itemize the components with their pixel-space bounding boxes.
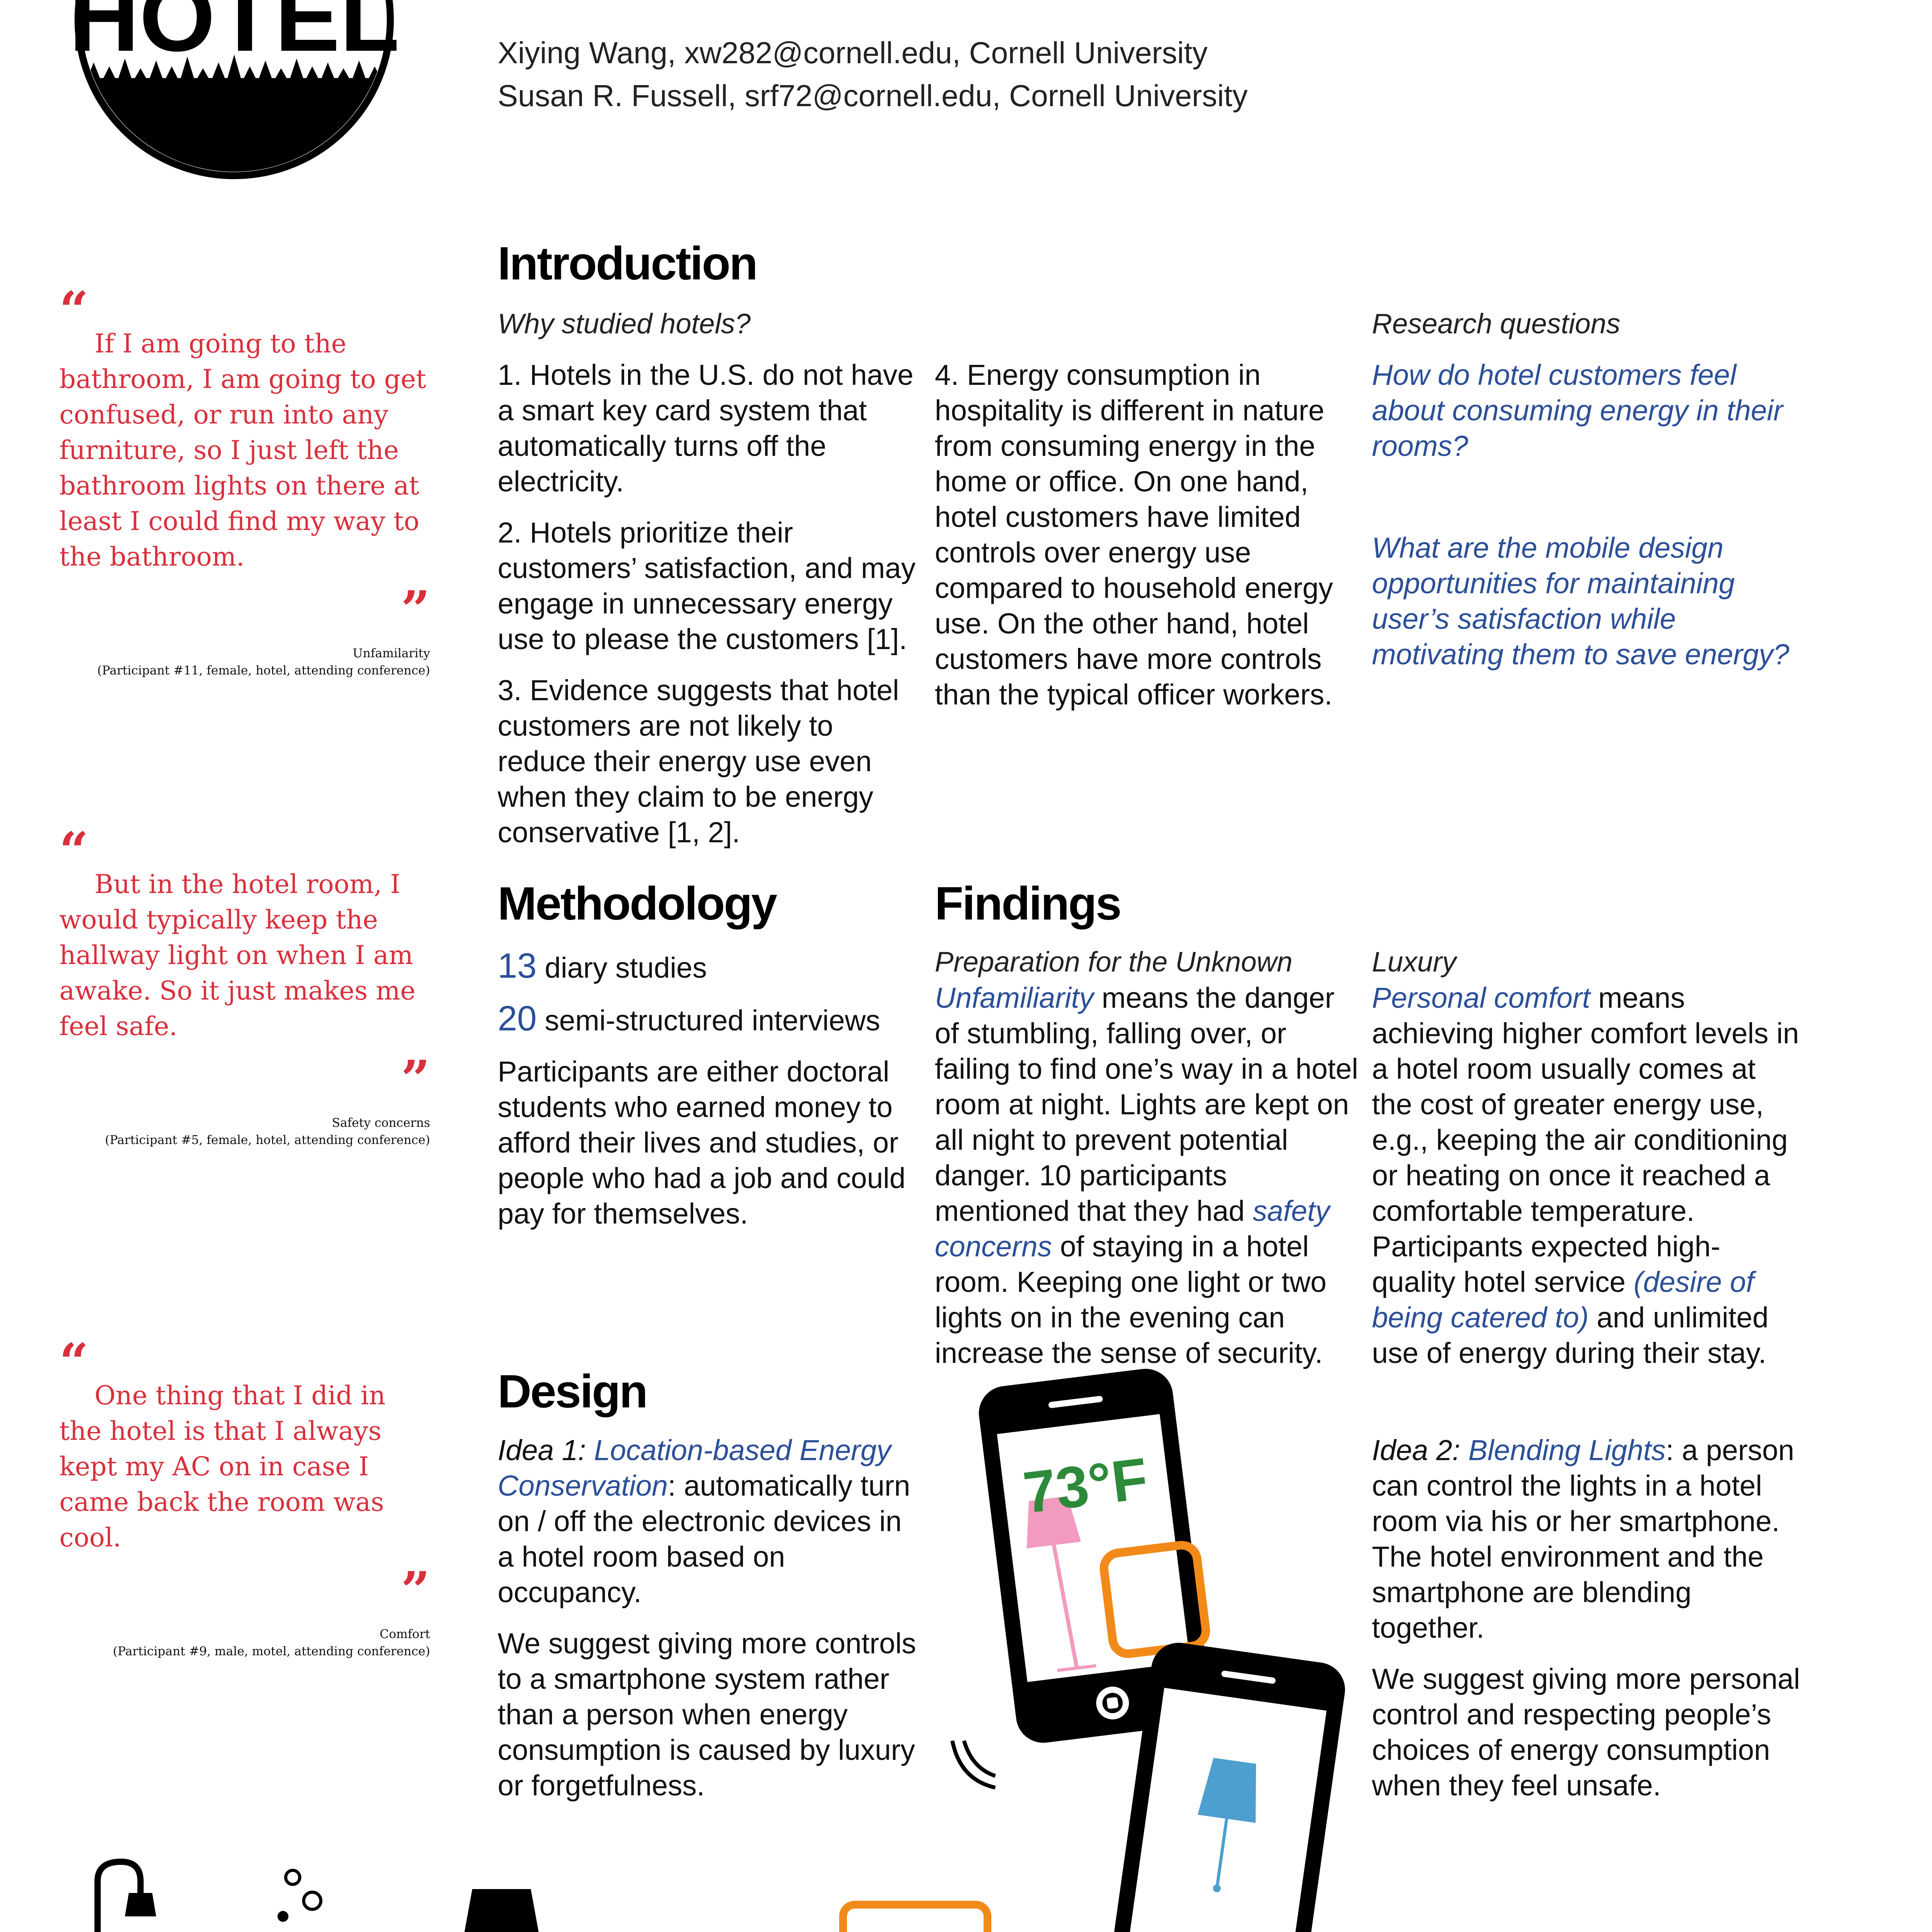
signal-icon: [950, 1740, 996, 1790]
bottom-icon-strip: [94, 1858, 991, 1932]
term-safety: safety concerns: [935, 1195, 1330, 1263]
idea-1-suggest: We suggest giving more controls to a sma…: [498, 1627, 916, 1802]
intro-column-2: 4. Energy consumption in hospitality is …: [935, 357, 1358, 728]
quote-text: But in the hotel room, I would typically…: [59, 869, 416, 1041]
intro-point-4: 4. Energy consumption in hospitality is …: [935, 359, 1333, 711]
findings-sub-1: Preparation for the Unknown: [935, 946, 1293, 978]
phone-lamp: [1109, 1643, 1345, 1932]
desk-lamp-icon: [94, 1858, 144, 1932]
diary-stat: 13 diary studies: [498, 948, 921, 986]
intro-point-2: 2. Hotels prioritize their customers’ sa…: [498, 516, 916, 655]
research-question-2: What are the mobile design opportunities…: [1372, 532, 1790, 671]
author-list: Xiying Wang, xw282@cornell.edu, Cornell …: [498, 31, 1473, 117]
participants-text: Participants are either doctoral student…: [498, 1055, 906, 1230]
findings-column-2: Luxury Personal comfort means achieving …: [1372, 945, 1801, 1371]
findings-column-1: Preparation for the Unknown Unfamiliarit…: [935, 945, 1360, 1371]
findings-text-2b: and unlimited use of energy during their…: [1372, 1301, 1769, 1369]
research-questions: How do hotel customers feel about consum…: [1372, 357, 1801, 688]
findings-heading: Findings: [935, 877, 1122, 930]
close-quote-icon: ”: [401, 1049, 430, 1109]
logo-text: HOTEL: [70, 0, 398, 71]
diary-count: 13: [498, 946, 537, 986]
open-quote-icon: “: [59, 1332, 89, 1392]
interview-count: 20: [498, 999, 537, 1038]
phone-thermostat: 73°F: [979, 1369, 1210, 1743]
author-2: Susan R. Fussell, srf72@cornell.edu, Cor…: [498, 78, 1248, 113]
quote-source: (Participant #5, female, hotel, attendin…: [105, 1133, 430, 1147]
diary-label: diary studies: [544, 952, 707, 984]
close-quote-icon: ”: [401, 580, 430, 639]
lamp-shade-icon: [464, 1889, 539, 1932]
idea-1-term: Location-based Energy Conservation: [498, 1434, 891, 1502]
idea-2-term: Blending Lights: [1468, 1434, 1666, 1466]
design-idea-1: Idea 1: Location-based Energy Conservati…: [498, 1432, 923, 1819]
findings-text-2: Personal comfort means achieving higher …: [1372, 980, 1801, 1371]
interview-stat: 20 semi-structured interviews: [498, 1001, 921, 1038]
research-question-1: How do hotel customers feel about consum…: [1372, 359, 1783, 462]
open-quote-icon: “: [59, 280, 89, 340]
intro-column-1: 1. Hotels in the U.S. do not have a smar…: [498, 357, 921, 866]
quote-tag: Unfamilarity: [352, 646, 430, 660]
quote-source: (Participant #11, female, hotel, attendi…: [97, 664, 430, 678]
quote-text: If I am going to the bathroom, I am goin…: [59, 329, 427, 572]
intro-point-1: 1. Hotels in the U.S. do not have a smar…: [498, 359, 914, 498]
idea-2-label: Idea 2:: [1372, 1434, 1468, 1466]
quote-text: One thing that I did in the hotel is tha…: [59, 1381, 386, 1553]
quote-tag: Safety concerns: [332, 1116, 430, 1130]
findings-text-1: Unfamiliarity means the danger of stumbl…: [935, 980, 1360, 1371]
design-heading: Design: [498, 1365, 648, 1418]
idea-1-desc: : automatically turn on / off the electr…: [498, 1469, 911, 1608]
findings-text-2a: means achieving higher comfort levels in…: [1372, 982, 1799, 1298]
blue-lamp-icon: [1197, 1758, 1256, 1823]
quote-source: (Participant #9, male, motel, attending …: [113, 1644, 430, 1658]
tv-outline-icon: [839, 1901, 991, 1932]
idea-2-suggest: We suggest giving more personal control …: [1372, 1663, 1800, 1802]
open-quote-icon: “: [59, 821, 89, 881]
findings-text-1b: of staying in a hotel room. Keeping one …: [935, 1230, 1327, 1369]
hotel-logo: HOTEL: [70, 0, 398, 179]
introduction-heading: Introduction: [498, 237, 758, 290]
author-1: Xiying Wang, xw282@cornell.edu, Cornell …: [498, 36, 1208, 70]
close-quote-icon: ”: [401, 1560, 430, 1620]
term-unfamiliarity: Unfamiliarity: [935, 982, 1094, 1014]
quote-card-2: “ But in the hotel room, I would typical…: [59, 821, 430, 1149]
quote-card-1: “ If I am going to the bathroom, I am go…: [59, 280, 430, 679]
research-questions-label: Research questions: [1372, 308, 1621, 340]
idea-2-text: Idea 2: Blending Lights: a person can co…: [1372, 1432, 1801, 1646]
pink-lamp-icon: [1026, 1496, 1081, 1549]
quote-tag: Comfort: [379, 1627, 430, 1641]
idea-2-desc: : a person can control the lights in a h…: [1372, 1434, 1795, 1644]
bubbles-icon: [284, 1869, 301, 1886]
temperature-readout: 73°F: [1020, 1445, 1151, 1526]
quote-card-3: “ One thing that I did in the hotel is t…: [59, 1332, 430, 1660]
idea-1-label: Idea 1:: [498, 1434, 594, 1466]
idea-1-text: Idea 1: Location-based Energy Conservati…: [498, 1432, 923, 1610]
intro-point-3: 3. Evidence suggests that hotel customer…: [498, 674, 899, 849]
methodology-body: 13 diary studies 20 semi-structured inte…: [498, 948, 921, 1247]
phones-illustration: 73°F: [950, 1369, 1345, 1932]
term-personal-comfort: Personal comfort: [1372, 982, 1590, 1014]
term-catered: (desire of being catered to): [1372, 1266, 1754, 1334]
interview-label: semi-structured interviews: [544, 1004, 881, 1037]
introduction-subheading: Why studied hotels?: [498, 308, 751, 340]
design-idea-2: Idea 2: Blending Lights: a person can co…: [1372, 1432, 1801, 1819]
findings-sub-2: Luxury: [1372, 946, 1457, 978]
methodology-heading: Methodology: [498, 877, 777, 930]
findings-text-1a: means the danger of stumbling, falling o…: [935, 982, 1358, 1227]
